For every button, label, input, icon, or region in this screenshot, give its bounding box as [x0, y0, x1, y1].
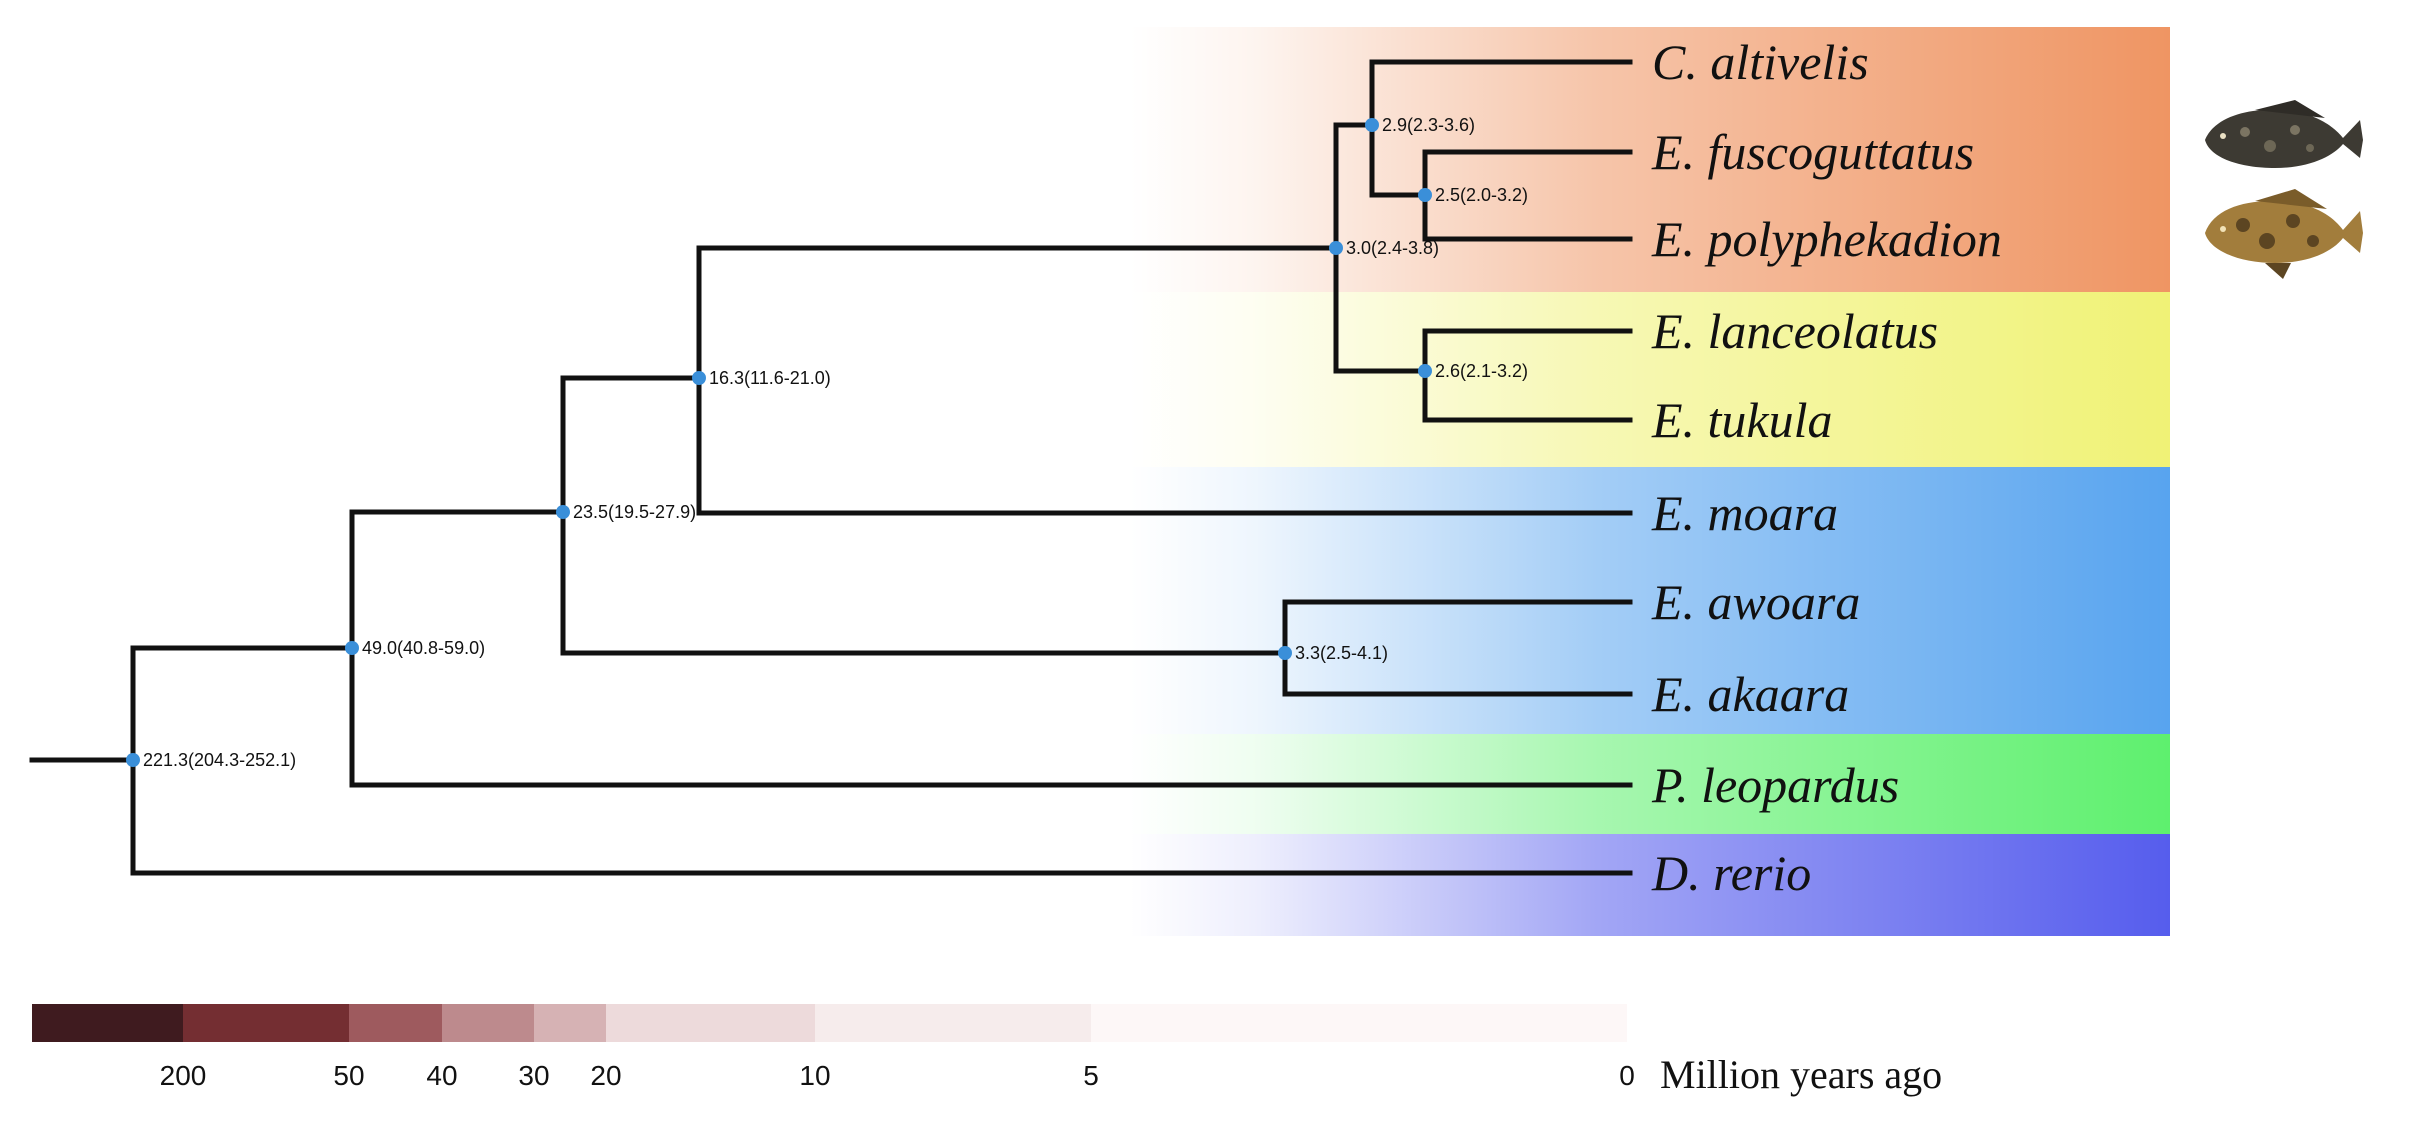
node-age-label-n3: 23.5(19.5-27.9)	[573, 502, 696, 522]
node-age-label-n5: 3.0(2.4-3.8)	[1346, 238, 1439, 258]
node-marker-n6b	[1418, 188, 1432, 202]
taxon-label-emoa: E. moara	[1651, 485, 1838, 541]
tick-label-20: 20	[590, 1060, 621, 1091]
time-scale-segment	[815, 1004, 1091, 1042]
time-scale-segment	[606, 1004, 815, 1042]
tick-label-0: 0	[1619, 1060, 1635, 1091]
node-marker-n6	[1365, 118, 1379, 132]
taxon-label-eawo: E. awoara	[1651, 574, 1860, 630]
node-marker-n8	[1278, 646, 1292, 660]
time-scale-segment	[1091, 1004, 1627, 1042]
fish-image-polyphekadion	[2205, 189, 2363, 279]
node-age-label-n2: 49.0(40.8-59.0)	[362, 638, 485, 658]
time-scale-segment	[534, 1004, 606, 1042]
fish-image-fuscoguttatus	[2205, 100, 2363, 168]
band-fade-overlay	[1130, 27, 2170, 937]
node-age-label-n6b: 2.5(2.0-3.2)	[1435, 185, 1528, 205]
taxon-label-eaka: E. akaara	[1651, 666, 1849, 722]
tick-label-50: 50	[333, 1060, 364, 1091]
tick-label-30: 30	[518, 1060, 549, 1091]
tick-label-200: 200	[160, 1060, 207, 1091]
node-age-label-n7: 2.6(2.1-3.2)	[1435, 361, 1528, 381]
tree-branches	[29, 59, 1633, 876]
taxon-label-calt: C. altivelis	[1652, 34, 1869, 90]
taxon-label-efus: E. fuscoguttatus	[1651, 124, 1974, 180]
time-scale-segment	[442, 1004, 534, 1042]
node-marker-n2	[345, 641, 359, 655]
taxon-label-etuk: E. tukula	[1651, 392, 1833, 448]
taxon-label-elan: E. lanceolatus	[1651, 303, 1938, 359]
node-marker-n3	[556, 505, 570, 519]
time-scale-bar	[32, 1004, 1627, 1042]
node-marker-n5	[1329, 241, 1343, 255]
node-marker-n7	[1418, 364, 1432, 378]
tick-label-10: 10	[799, 1060, 830, 1091]
time-scale-segment	[349, 1004, 442, 1042]
node-age-label-n1: 221.3(204.3-252.1)	[143, 750, 296, 770]
taxon-label-pleo: P. leopardus	[1651, 757, 1899, 813]
node-age-label-n4: 16.3(11.6-21.0)	[709, 368, 831, 388]
taxon-label-epol: E. polyphekadion	[1651, 211, 2002, 267]
taxon-label-dreri: D. rerio	[1651, 845, 1811, 901]
time-scale-segment	[32, 1004, 183, 1042]
node-marker-n4	[692, 371, 706, 385]
node-markers: 221.3(204.3-252.1) 49.0(40.8-59.0) 23.5(19…	[126, 115, 1528, 770]
time-scale-ticks: 200 50 40 30 20 10 5 0	[160, 1060, 1635, 1091]
node-marker-n1	[126, 753, 140, 767]
tick-label-5: 5	[1083, 1060, 1099, 1091]
node-age-label-n8: 3.3(2.5-4.1)	[1295, 643, 1388, 663]
tick-label-40: 40	[426, 1060, 457, 1091]
taxon-labels: C. altivelis E. fuscoguttatus E. polypheka…	[1651, 34, 2002, 901]
time-scale-title: Million years ago	[1660, 1052, 1942, 1097]
time-scale-segment	[183, 1004, 349, 1042]
node-age-label-n6: 2.9(2.3-3.6)	[1382, 115, 1475, 135]
